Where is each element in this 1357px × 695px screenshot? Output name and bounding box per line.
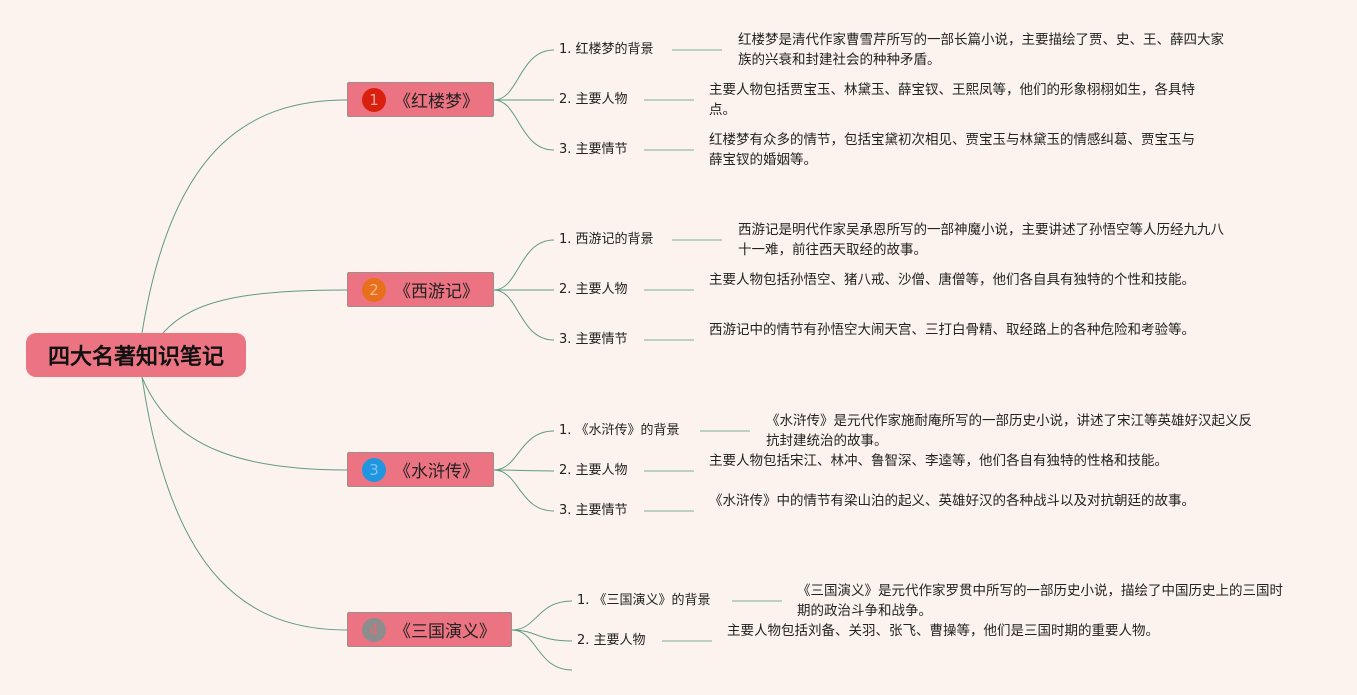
branch-leaf-connector [493,239,555,291]
root-branch-connector [141,376,348,471]
detail-text[interactable]: 主要人物包括宋江、林冲、鲁智深、李逵等，他们各自有独特的性格和技能。 [709,453,1168,469]
branch-title: 《西游记》 [394,282,479,302]
root-branch-connector [141,376,348,631]
branch-leaf-connector [511,600,573,631]
root-title: 四大名著知识笔记 [47,345,224,370]
number-badge-icon: 2 [362,277,386,302]
number-badge-icon: 3 [362,457,386,482]
subtopic-label[interactable]: 1. 《三国演义》的背景 [577,593,711,608]
number-badge-icon: 4 [362,617,386,642]
root-branch-connector [162,289,348,334]
detail-text[interactable]: 主要人物包括贾宝玉、林黛玉、薛宝钗、王熙凤等，他们的形象栩栩如生，各具特点。 [709,82,1195,118]
subtopic-label[interactable]: 1. 《水浒传》的背景 [559,423,680,438]
subtopic-label[interactable]: 2. 主要人物 [559,282,628,297]
branch-leaf-connector [493,49,555,101]
branch-leaf-connector [511,629,573,642]
branch-leaf-connector [493,99,555,151]
branch-leaf-connector [493,430,555,471]
subtopic-label[interactable]: 1. 西游记的背景 [559,232,654,247]
branch-topic[interactable]: 2 《西游记》 [347,272,494,307]
detail-text[interactable]: 西游记中的情节有孙悟空大闹天宫、三打白骨精、取经路上的各种危险和考验等。 [709,322,1195,338]
branch-title: 《水浒传》 [394,462,479,482]
subtopic-label[interactable]: 2. 主要人物 [577,633,646,648]
detail-text[interactable]: 《水浒传》中的情节有梁山泊的起义、英雄好汉的各种战斗以及对抗朝廷的故事。 [709,493,1195,509]
branch-leaf-connector [493,469,555,472]
subtopic-label[interactable]: 2. 主要人物 [559,92,628,107]
branch-leaf-connector [511,629,573,671]
subtopic-label[interactable]: 3. 主要情节 [559,503,628,518]
subtopic-label[interactable]: 3. 主要情节 [559,332,628,347]
detail-text[interactable]: 西游记是明代作家吴承恩所写的一部神魔小说，主要讲述了孙悟空等人历经九九八十一难，… [738,222,1224,258]
detail-text[interactable]: 主要人物包括刘备、关羽、张飞、曹操等，他们是三国时期的重要人物。 [727,623,1159,639]
subtopic-label[interactable]: 2. 主要人物 [559,463,628,478]
detail-text[interactable]: 红楼梦有众多的情节，包括宝黛初次相见、贾宝玉与林黛玉的情感纠葛、贾宝玉与薛宝钗的… [709,132,1195,168]
branch-leaf-connector [493,289,555,341]
branch-title: 《三国演义》 [394,622,496,642]
branch-topic[interactable]: 1 《红楼梦》 [347,82,494,117]
number-badge-icon: 1 [362,87,386,112]
root-branch-connector [141,99,348,334]
branch-topic[interactable]: 4 《三国演义》 [347,612,512,647]
subtopic-label[interactable]: 1. 红楼梦的背景 [559,42,654,57]
subtopic-label[interactable]: 3. 主要情节 [559,142,628,157]
detail-text[interactable]: 《水浒传》是元代作家施耐庵所写的一部历史小说，讲述了宋江等英雄好汉起义反抗封建统… [766,413,1252,449]
branch-topic[interactable]: 3 《水浒传》 [347,452,494,487]
root-topic[interactable]: 四大名著知识笔记 [26,333,246,377]
branch-leaf-connector [493,469,555,512]
detail-text[interactable]: 红楼梦是清代作家曹雪芹所写的一部长篇小说，主要描绘了贾、史、王、薛四大家族的兴衰… [738,32,1224,68]
detail-text[interactable]: 《三国演义》是元代作家罗贯中所写的一部历史小说，描绘了中国历史上的三国时期的政治… [797,583,1283,619]
branch-title: 《红楼梦》 [394,92,479,112]
detail-text[interactable]: 主要人物包括孙悟空、猪八戒、沙僧、唐僧等，他们各自具有独特的个性和技能。 [709,272,1195,288]
